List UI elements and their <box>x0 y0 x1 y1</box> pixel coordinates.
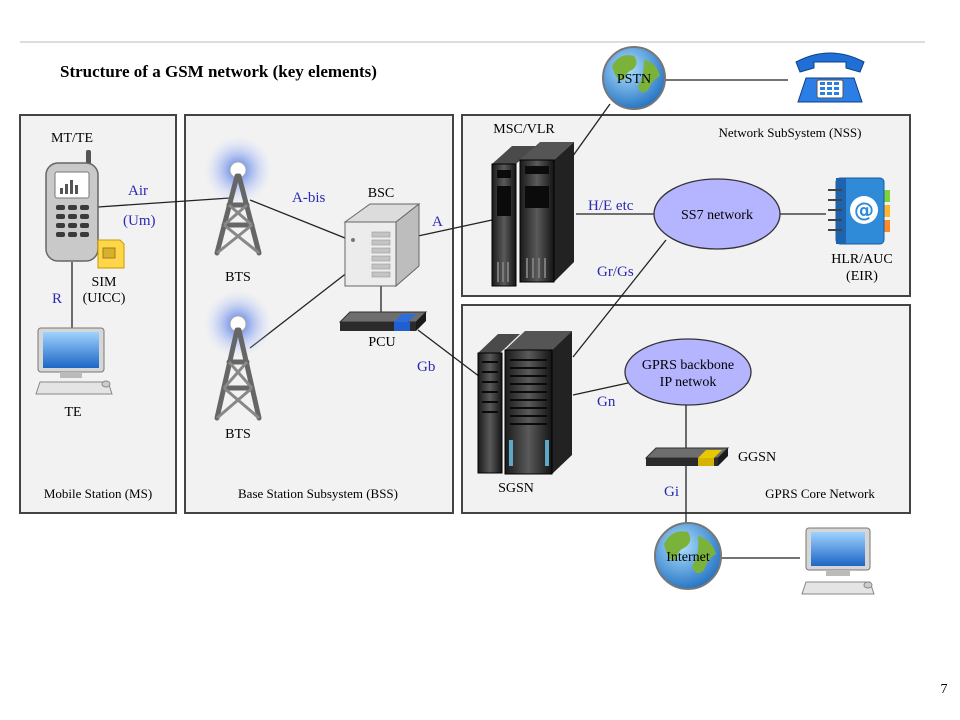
node-label-uicc: (UICC) <box>83 291 126 306</box>
te-computer-icon <box>35 327 113 395</box>
iface-abis: A-bis <box>292 190 325 206</box>
node-label-sim: SIM <box>92 275 117 290</box>
node-label-bsc: BSC <box>368 186 394 201</box>
telephone-icon <box>795 52 865 103</box>
svg-text:@: @ <box>854 198 874 222</box>
node-label-bts-bottom: BTS <box>225 427 251 442</box>
link-a <box>417 219 493 237</box>
node-label-internet: Internet <box>666 550 710 565</box>
group-label-gprs: GPRS Core Network <box>765 486 875 501</box>
iface-air: Air <box>128 183 148 199</box>
mobile-phone-icon <box>45 150 99 262</box>
computer-icon <box>801 527 875 595</box>
node-label-eir: (EIR) <box>846 269 878 284</box>
node-label-hlr-auc: HLR/AUC <box>831 252 892 267</box>
node-label-sgsn: SGSN <box>498 481 534 496</box>
pcu-device-icon <box>338 311 428 331</box>
iface-grgs: Gr/Gs <box>597 264 634 280</box>
link-air <box>97 197 231 208</box>
internet-globe-icon <box>654 522 722 590</box>
node-label-gprs-backbone-2: IP netwok <box>660 375 717 390</box>
iface-he: H/E etc <box>588 198 634 214</box>
iface-a: A <box>432 214 443 230</box>
link-gb <box>417 329 485 381</box>
sim-card-icon <box>97 239 125 269</box>
node-label-ss7: SS7 network <box>681 208 753 223</box>
node-label-bts-top: BTS <box>225 270 251 285</box>
sgsn-server-icon <box>477 331 572 475</box>
bts-tower-icon <box>204 136 272 256</box>
address-book-icon: @ <box>828 177 890 245</box>
iface-r: R <box>52 291 62 307</box>
node-label-msc-vlr: MSC/VLR <box>493 122 555 137</box>
iface-gi: Gi <box>664 484 679 500</box>
group-label-bss: Base Station Subsystem (BSS) <box>238 486 398 501</box>
node-label-pstn: PSTN <box>617 72 651 87</box>
gprs-backbone-cloud <box>624 338 752 406</box>
ggsn-device-icon <box>644 447 730 466</box>
iface-um: (Um) <box>123 213 156 229</box>
ss7-network-cloud <box>653 178 781 250</box>
node-label-ggsn: GGSN <box>738 450 776 465</box>
page-number: 7 <box>941 682 948 697</box>
iface-gb: Gb <box>417 359 435 375</box>
msc-vlr-server-icon <box>491 142 574 287</box>
link-abis <box>249 199 346 239</box>
group-label-nss: Network SubSystem (NSS) <box>718 125 861 140</box>
link-gn <box>572 382 629 396</box>
bsc-server-icon <box>343 202 421 288</box>
link-grgs <box>572 239 667 358</box>
diagram-title: Structure of a GSM network (key elements… <box>60 62 377 81</box>
pstn-globe-icon <box>602 46 666 110</box>
node-label-gprs-backbone-1: GPRS backbone <box>642 358 734 373</box>
node-label-te: TE <box>64 405 81 420</box>
node-label-pcu: PCU <box>368 335 395 350</box>
iface-gn: Gn <box>597 394 616 410</box>
link-pstn <box>569 103 611 161</box>
bts-tower-icon <box>204 290 272 421</box>
node-label-mt-te: MT/TE <box>51 131 93 146</box>
group-label-ms: Mobile Station (MS) <box>44 486 152 501</box>
